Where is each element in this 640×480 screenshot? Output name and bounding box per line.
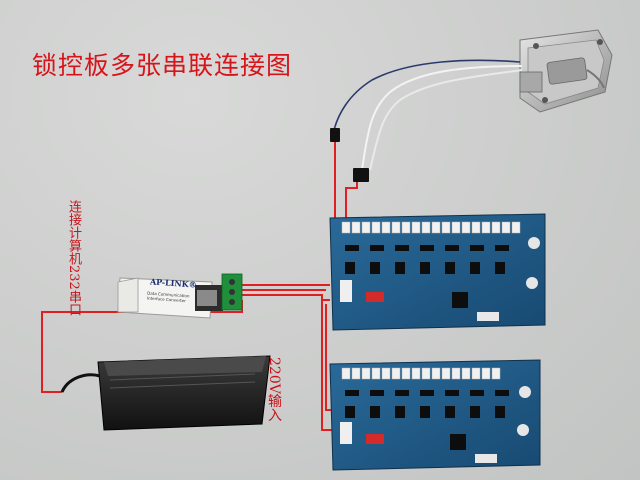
lock-board-2 (329, 359, 541, 471)
diagram-title: 锁控板多张串联连接图 (32, 51, 293, 80)
electric-lock (519, 29, 613, 113)
power-input-label: 220V输入 (266, 357, 282, 422)
board-2-dip-switch (366, 434, 384, 444)
lock-board-1 (329, 213, 546, 331)
rs232-converter (117, 273, 243, 319)
board-1-connectors (341, 221, 521, 234)
board-2-io-connector (340, 422, 352, 444)
lock-wires (330, 59, 523, 182)
board-1-io-connector (340, 280, 352, 302)
power-adapter (60, 355, 271, 431)
board-2-connectors (341, 367, 501, 380)
board-1-components (345, 245, 509, 308)
computer-port-label: 连接计算机232串口 (66, 200, 81, 316)
board-1-dip-switch (366, 292, 384, 302)
board-2-components (345, 390, 509, 450)
